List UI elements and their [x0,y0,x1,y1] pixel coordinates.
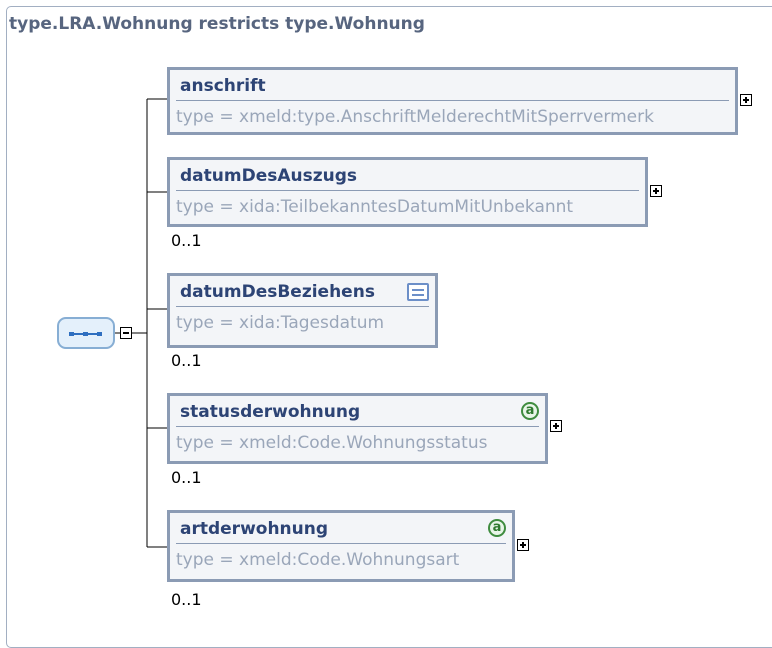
element-type: type = xida:Tagesdatum [176,313,385,333]
attribute-icon: a [521,402,539,420]
expand-icon[interactable] [650,185,662,197]
element-type: type = xmeld:Code.Wohnungsstatus [176,433,488,453]
occurrence-label: 0..1 [171,351,202,370]
element-name: statusderwohnung [180,402,361,422]
sequence-icon[interactable] [57,317,115,349]
diagram-title: type.LRA.Wohnung restricts type.Wohnung [9,14,425,34]
element-separator [176,426,539,427]
element-box-statusderwohnung[interactable]: statusderwohnung a type = xmeld:Code.Woh… [167,393,548,464]
element-box-datumdesbeziehens[interactable]: datumDesBeziehens type = xida:Tagesdatum [167,273,438,348]
element-separator [176,543,506,544]
sequence-dot [97,332,102,336]
sequence-dot [83,332,88,336]
element-name: anschrift [180,76,266,96]
element-type: type = xmeld:type.AnschriftMelderechtMit… [176,107,654,127]
occurrence-label: 0..1 [171,231,202,250]
element-name: datumDesBeziehens [180,282,375,302]
element-type: type = xmeld:Code.Wohnungsart [176,550,460,570]
occurrence-label: 0..1 [171,590,202,609]
element-type: type = xida:TeilbekanntesDatumMitUnbekan… [176,197,574,217]
element-name: datumDesAuszugs [180,166,358,186]
element-separator [176,100,729,101]
element-name: artderwohnung [180,519,329,539]
connector-lines [115,98,167,548]
documentation-icon [407,283,429,301]
expand-icon[interactable] [550,420,562,432]
sequence-dot [69,332,74,336]
element-separator [176,306,429,307]
collapse-icon[interactable] [120,327,132,339]
expand-icon[interactable] [517,539,529,551]
expand-icon[interactable] [740,94,752,106]
element-separator [176,190,639,191]
element-box-datumdesauszugs[interactable]: datumDesAuszugs type = xida:Teilbekannte… [167,157,648,227]
attribute-icon: a [488,519,506,537]
element-box-artderwohnung[interactable]: artderwohnung a type = xmeld:Code.Wohnun… [167,510,515,582]
occurrence-label: 0..1 [171,468,202,487]
element-box-anschrift[interactable]: anschrift type = xmeld:type.AnschriftMel… [167,67,738,135]
